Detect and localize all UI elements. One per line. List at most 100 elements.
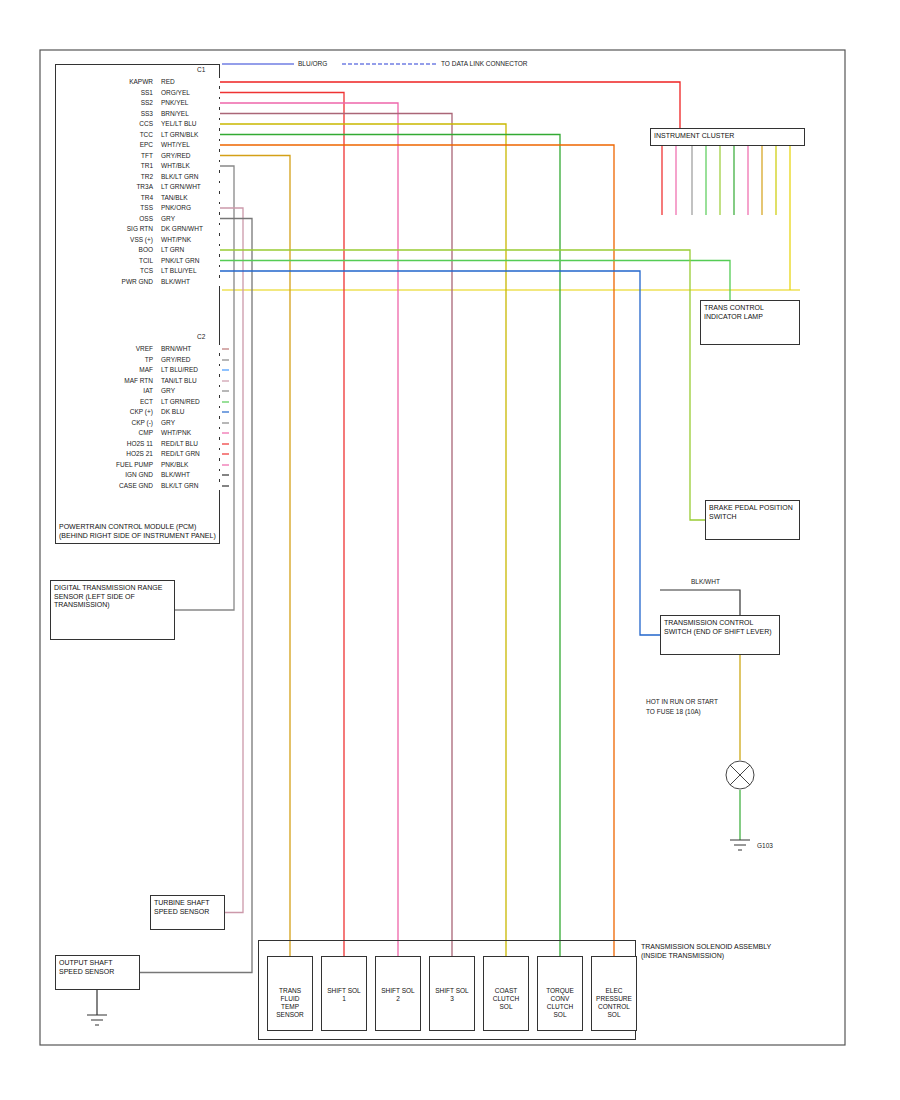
solenoid-cell: SHIFT SOL 3 — [429, 956, 475, 1031]
wire — [660, 590, 740, 615]
pin-label: ORG/YEL — [160, 89, 220, 97]
pin-label: PNK/ORG — [160, 204, 220, 212]
wire — [222, 63, 294, 64]
component-label: DIGITAL TRANSMISSION RANGE SENSOR (LEFT … — [54, 584, 171, 610]
wire-stub — [222, 474, 229, 475]
pin-label: TP — [60, 356, 154, 364]
wire-stub — [222, 348, 229, 349]
component-label: BRAKE PEDAL POSITION SWITCH — [709, 504, 796, 521]
component-box: TRANS CONTROL INDICATOR LAMP — [700, 300, 800, 345]
wire — [691, 146, 692, 215]
component-box: TRANSMISSION SOLENOID ASSEMBLY (INSIDE T… — [258, 940, 636, 1040]
pin-label: CASE GND — [60, 482, 154, 490]
wire — [775, 146, 776, 215]
pin-label: TCIL — [60, 257, 154, 265]
pin-label: WHT/YEL — [160, 141, 220, 149]
pin-label: BLK/LT GRN — [160, 482, 220, 490]
wire — [675, 146, 676, 215]
pin-label: MAF RTN — [60, 377, 154, 385]
wire-stub — [222, 443, 229, 444]
component-label: TRANS CONTROL INDICATOR LAMP — [704, 304, 796, 321]
decor-wires — [40, 50, 845, 1045]
pin-label: TCC — [60, 131, 154, 139]
ground-symbol — [87, 990, 107, 1025]
pin-label: PWR GND — [60, 278, 154, 286]
wire — [789, 146, 790, 290]
component-label: INSTRUMENT CLUSTER — [654, 132, 801, 141]
component-box: TRANSMISSION CONTROL SWITCH (END OF SHIF… — [660, 615, 780, 655]
pin-label: BLK/WHT — [160, 278, 220, 286]
pin-label: TAN/LT BLU — [160, 377, 220, 385]
component-label: TRANSMISSION CONTROL SWITCH (END OF SHIF… — [664, 619, 776, 636]
wire-connector — [220, 124, 506, 956]
wire-connector — [220, 103, 398, 956]
pin-label: HO2S 11 — [60, 440, 154, 448]
wire-stub — [222, 485, 229, 486]
component-label: COAST CLUTCH SOL — [487, 987, 525, 1011]
pin-label: MAF — [60, 366, 154, 374]
pin-label: VSS (+) — [60, 236, 154, 244]
pin-label: SS1 — [60, 89, 154, 97]
pin-label: TR1 — [60, 162, 154, 170]
pin-label: LT BLU/YEL — [160, 267, 220, 275]
pin-label: LT GRN/WHT — [160, 183, 220, 191]
pin-label: RED/LT BLU — [160, 440, 220, 448]
pin-label: WHT/PNK — [160, 236, 220, 244]
pin-label: SS3 — [60, 110, 154, 118]
pin-label: HO2S 21 — [60, 450, 154, 458]
pin-label: IGN GND — [60, 471, 154, 479]
pin-label: BLK/WHT — [160, 471, 220, 479]
pin-label: WHT/BLK — [160, 162, 220, 170]
pin-label: WHT/PNK — [160, 429, 220, 437]
pin-label: FUEL PUMP — [60, 461, 154, 469]
pin-label: RED/LT GRN — [160, 450, 220, 458]
wire-connector — [220, 114, 452, 957]
solenoid-cell: ELEC PRESSURE CONTROL SOL — [591, 956, 637, 1031]
component-label: TORQUE CONV CLUTCH SOL — [541, 987, 579, 1019]
pin-label: LT GRN/RED — [160, 398, 220, 406]
pin-label: IAT — [60, 387, 154, 395]
component-label: POWERTRAIN CONTROL MODULE (PCM) (BEHIND … — [59, 523, 216, 540]
wire-stub — [222, 464, 229, 465]
pin-label: EPC — [60, 141, 154, 149]
lamp-symbol — [726, 761, 754, 789]
wire-note: BLK/WHT — [690, 578, 721, 586]
lamp-symbol — [730, 765, 750, 785]
pin-label: GRY/RED — [160, 152, 220, 160]
outer-frame — [40, 50, 845, 1045]
wire-connector — [220, 250, 705, 520]
wire-note: G103 — [756, 842, 774, 850]
pin-label: CMP — [60, 429, 154, 437]
component-label: TURBINE SHAFT SPEED SENSOR — [154, 899, 221, 916]
pin-label: BLK/LT GRN — [160, 173, 220, 181]
pin-label: SIG RTN — [60, 225, 154, 233]
wire-stub — [222, 359, 229, 360]
ground-symbol — [730, 840, 750, 850]
pin-label: TCS — [60, 267, 154, 275]
pin-label: TR4 — [60, 194, 154, 202]
wire — [739, 655, 740, 760]
component-label: SHIFT SOL 3 — [433, 987, 471, 1003]
wire-stub — [222, 422, 229, 423]
pin-label: BRN/WHT — [160, 345, 220, 353]
wire — [222, 289, 800, 290]
component-label: TRANSMISSION SOLENOID ASSEMBLY (INSIDE T… — [641, 943, 791, 960]
wire-connector — [220, 135, 560, 957]
wire-connector — [220, 156, 290, 957]
pin-label: LT GRN — [160, 246, 220, 254]
wire-note: C1 — [196, 66, 206, 74]
wire — [342, 63, 436, 64]
wire — [739, 790, 740, 840]
component-box: INSTRUMENT CLUSTER — [650, 128, 805, 146]
pin-label: RED — [160, 78, 220, 86]
wire — [733, 146, 734, 215]
pin-label: CKP (-) — [60, 419, 154, 427]
lamp-symbol — [726, 761, 754, 789]
pin-label: BRN/YEL — [160, 110, 220, 118]
pin-label: GRY — [160, 387, 220, 395]
wire-stub — [222, 411, 229, 412]
pin-label: TR2 — [60, 173, 154, 181]
component-box: DIGITAL TRANSMISSION RANGE SENSOR (LEFT … — [50, 580, 175, 640]
pin-label: CKP (+) — [60, 408, 154, 416]
